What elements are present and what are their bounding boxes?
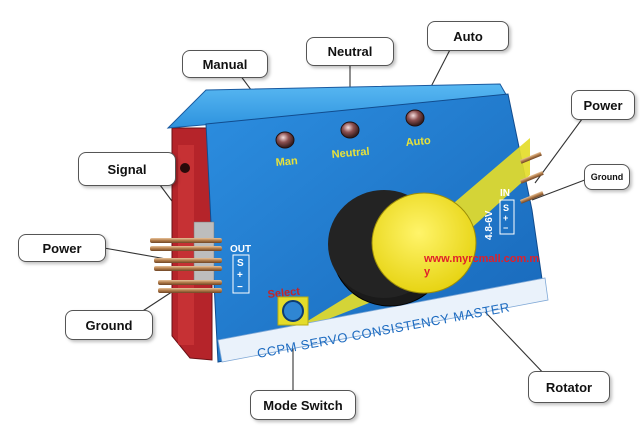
led-auto	[405, 109, 425, 127]
side-screw	[180, 163, 190, 173]
out-pin-s: S	[237, 258, 244, 269]
rotator-knob[interactable]	[328, 190, 477, 307]
callout-neutral: Neutral	[306, 37, 394, 66]
in-pin-plus: +	[503, 213, 508, 223]
voltage-label: 4.8-6V	[484, 210, 495, 240]
led-label-neutral: Neutral	[331, 146, 370, 161]
callout-mode-switch: Mode Switch	[250, 390, 356, 420]
in-pin-minus: −	[503, 223, 508, 233]
watermark-line1: www.myrcmall.com.m	[423, 253, 539, 265]
callout-power-right: Power	[571, 90, 635, 120]
callout-rotator: Rotator	[528, 371, 610, 403]
out-pin-header	[150, 221, 222, 293]
select-button[interactable]	[282, 300, 304, 322]
watermark-line2: y	[424, 266, 431, 278]
led-label-auto: Auto	[405, 135, 431, 149]
out-label: OUT	[230, 244, 251, 255]
brand-strip	[217, 277, 549, 363]
out-pin-plus: +	[237, 270, 243, 281]
callout-power-left: Power	[18, 234, 106, 262]
callout-ground-right: Ground	[584, 164, 630, 190]
callout-ground-left: Ground	[65, 310, 153, 340]
out-pin-minus: −	[237, 282, 243, 293]
led-neutral	[340, 121, 360, 139]
in-pin-header	[519, 151, 544, 204]
led-label-man: Man	[275, 155, 298, 169]
in-label: IN	[500, 188, 510, 199]
callout-manual: Manual	[182, 50, 268, 78]
led-man	[275, 131, 295, 149]
callout-signal: Signal	[78, 152, 176, 186]
in-pin-s: S	[503, 203, 509, 213]
callout-auto: Auto	[427, 21, 509, 51]
